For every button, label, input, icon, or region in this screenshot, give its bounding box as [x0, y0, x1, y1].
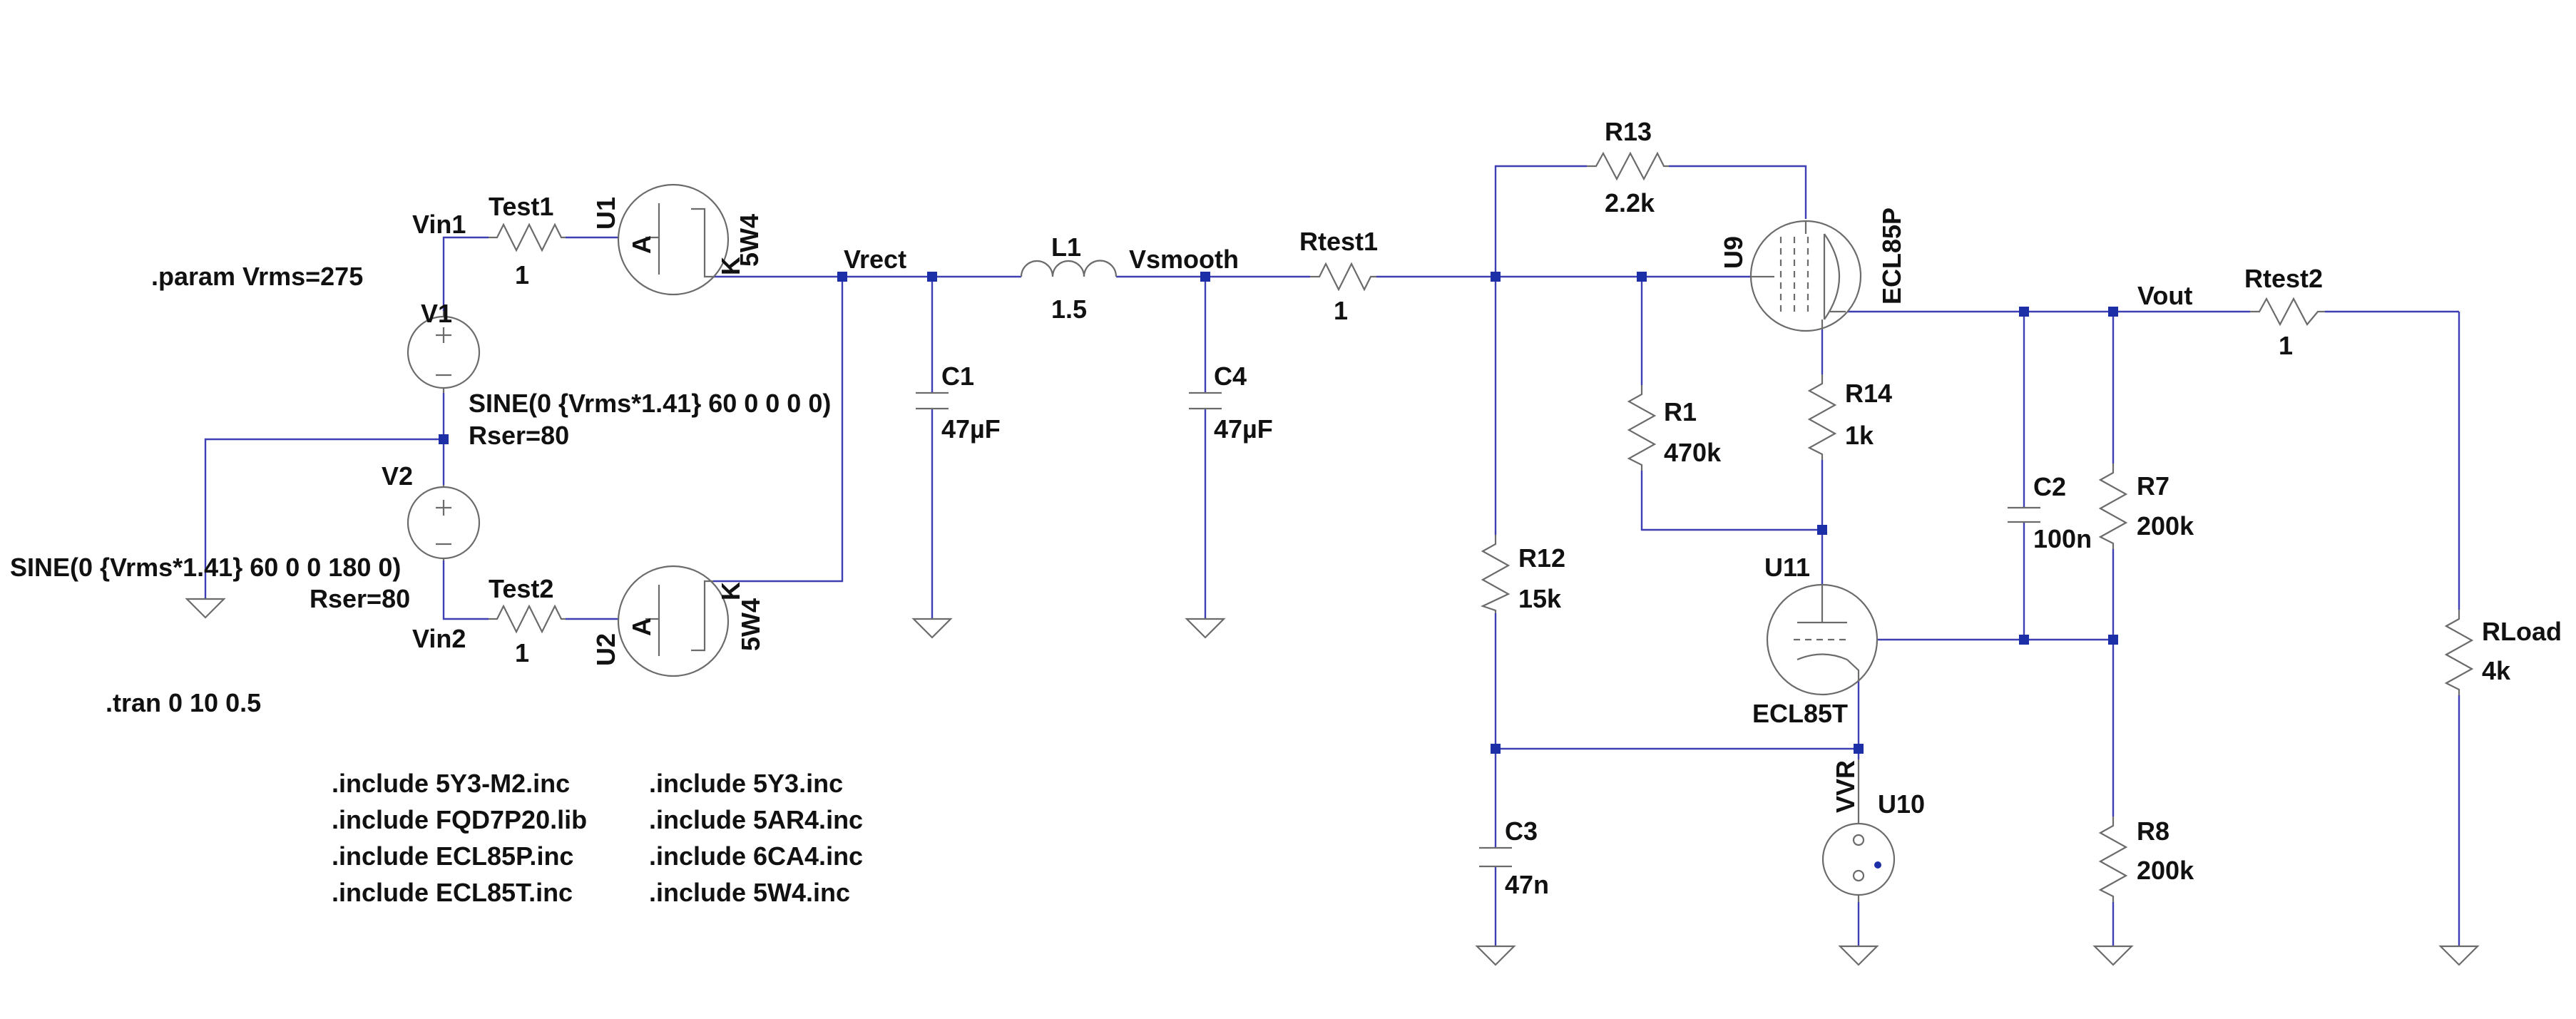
v1-source[interactable]: [407, 311, 481, 393]
r12-label: R12: [1518, 543, 1565, 573]
include-directive[interactable]: .include 6CA4.inc: [649, 841, 863, 871]
r8-resistor[interactable]: [2098, 816, 2128, 902]
rtest1-value: 1: [1334, 296, 1348, 325]
include-directive[interactable]: .include ECL85P.inc: [332, 841, 573, 871]
r12-value: 15k: [1518, 584, 1562, 613]
u11-label: U11: [1764, 553, 1810, 582]
r1-value: 470k: [1664, 438, 1722, 467]
test2-resistor[interactable]: [489, 604, 566, 634]
c3-value: 47n: [1505, 870, 1549, 899]
u1-model: 5W4: [735, 214, 764, 267]
u1-anode-label: A: [627, 235, 656, 254]
tran-directive[interactable]: .tran 0 10 0.5: [106, 688, 261, 717]
u11-triode-tube[interactable]: [1766, 583, 1879, 696]
u10-vvr[interactable]: [1821, 759, 1896, 902]
r13-resistor[interactable]: [1587, 151, 1669, 181]
net-vout: Vout: [2137, 281, 2192, 310]
r8-value: 200k: [2137, 856, 2194, 885]
net-vrect: Vrect: [844, 245, 906, 274]
r13-label: R13: [1605, 117, 1652, 146]
v2-rser: Rser=80: [310, 584, 410, 613]
u9-label: U9: [1719, 236, 1748, 269]
u9-model: ECL85P: [1877, 208, 1906, 304]
c4-label: C4: [1214, 362, 1247, 391]
junctions: [439, 272, 2118, 754]
c2-label: C2: [2033, 472, 2066, 501]
r12-resistor[interactable]: [1481, 535, 1511, 613]
c2-capacitor[interactable]: [2008, 506, 2040, 523]
r14-label: R14: [1845, 379, 1892, 408]
include-directive[interactable]: .include FQD7P20.lib: [332, 805, 587, 834]
net-vsmooth: Vsmooth: [1129, 245, 1239, 274]
c1-capacitor[interactable]: [916, 391, 949, 410]
l1-label: L1: [1051, 232, 1081, 262]
rtest2-resistor[interactable]: [2250, 297, 2325, 327]
v1-rser: Rser=80: [469, 421, 569, 450]
net-vin1: Vin1: [412, 210, 466, 239]
c3-label: C3: [1505, 816, 1538, 846]
u2-cathode-label: K: [716, 582, 745, 600]
include-directive[interactable]: .include 5W4.inc: [649, 878, 850, 907]
rtest2-label: Rtest2: [2244, 264, 2323, 293]
param-directive[interactable]: .param Vrms=275: [151, 262, 363, 291]
r14-value: 1k: [1845, 421, 1874, 450]
test1-label: Test1: [489, 192, 553, 221]
rtest1-resistor[interactable]: [1310, 262, 1376, 292]
v2-source[interactable]: [407, 485, 481, 560]
l1-value: 1.5: [1051, 295, 1087, 324]
u9-pentode-tube[interactable]: [1749, 220, 1862, 332]
v2-label: V2: [382, 461, 413, 491]
test1-value: 1: [515, 260, 529, 290]
c2-value: 100n: [2033, 524, 2092, 553]
rload-value: 4k: [2482, 656, 2511, 685]
test1-resistor[interactable]: [489, 222, 566, 252]
u1-label: U1: [591, 197, 620, 230]
rtest1-label: Rtest1: [1299, 227, 1378, 256]
r13-value: 2.2k: [1605, 188, 1655, 217]
include-directive[interactable]: .include 5AR4.inc: [649, 805, 863, 834]
c1-label: C1: [941, 362, 974, 391]
u2-model: 5W4: [736, 598, 765, 651]
u1-rectifier-tube[interactable]: [617, 183, 730, 296]
r7-label: R7: [2137, 471, 2169, 501]
v1-sine: SINE(0 {Vrms*1.41} 60 0 0 0 0): [469, 389, 831, 418]
test2-value: 1: [515, 638, 529, 667]
ground-symbols: [185, 598, 2480, 966]
v2-sine: SINE(0 {Vrms*1.41} 60 0 0 180 0): [10, 553, 401, 582]
test2-label: Test2: [489, 574, 553, 603]
c4-capacitor[interactable]: [1189, 391, 1222, 410]
net-vin2: Vin2: [412, 624, 466, 653]
r7-value: 200k: [2137, 511, 2194, 541]
u2-rectifier-tube[interactable]: [617, 565, 730, 677]
l1-inductor[interactable]: [1020, 260, 1118, 277]
r1-label: R1: [1664, 397, 1697, 426]
include-directive[interactable]: .include ECL85T.inc: [332, 878, 573, 907]
spice-directives: .param Vrms=275 .tran 0 10 0.5 .include …: [106, 262, 863, 907]
c3-capacitor[interactable]: [1479, 846, 1512, 868]
r8-label: R8: [2137, 816, 2169, 846]
include-directive[interactable]: .include 5Y3-M2.inc: [332, 769, 570, 798]
r7-resistor[interactable]: [2098, 464, 2128, 549]
net-labels: Vin1 Vin2 Vrect Vsmooth Vout: [412, 210, 2192, 653]
r1-resistor[interactable]: [1627, 385, 1657, 471]
u10-label: U10: [1878, 789, 1925, 819]
u2-anode-label: A: [627, 618, 656, 636]
rload-resistor[interactable]: [2444, 610, 2474, 695]
u11-model: ECL85T: [1752, 699, 1848, 728]
u10-model: VVR: [1831, 760, 1860, 813]
r14-resistor[interactable]: [1807, 374, 1837, 460]
u1-cathode-label: K: [716, 257, 745, 275]
component-labels: Test1 1 Test2 1 U1 A K 5W4 U2 A K 5W4 V1…: [10, 117, 2562, 899]
v1-label: V1: [421, 299, 452, 328]
include-directive[interactable]: .include 5Y3.inc: [649, 769, 843, 798]
c4-value: 47µF: [1214, 414, 1273, 444]
c1-value: 47µF: [941, 414, 1001, 444]
rload-label: RLoad: [2482, 617, 2562, 646]
rtest2-value: 1: [2279, 331, 2293, 360]
u2-label: U2: [591, 633, 620, 666]
